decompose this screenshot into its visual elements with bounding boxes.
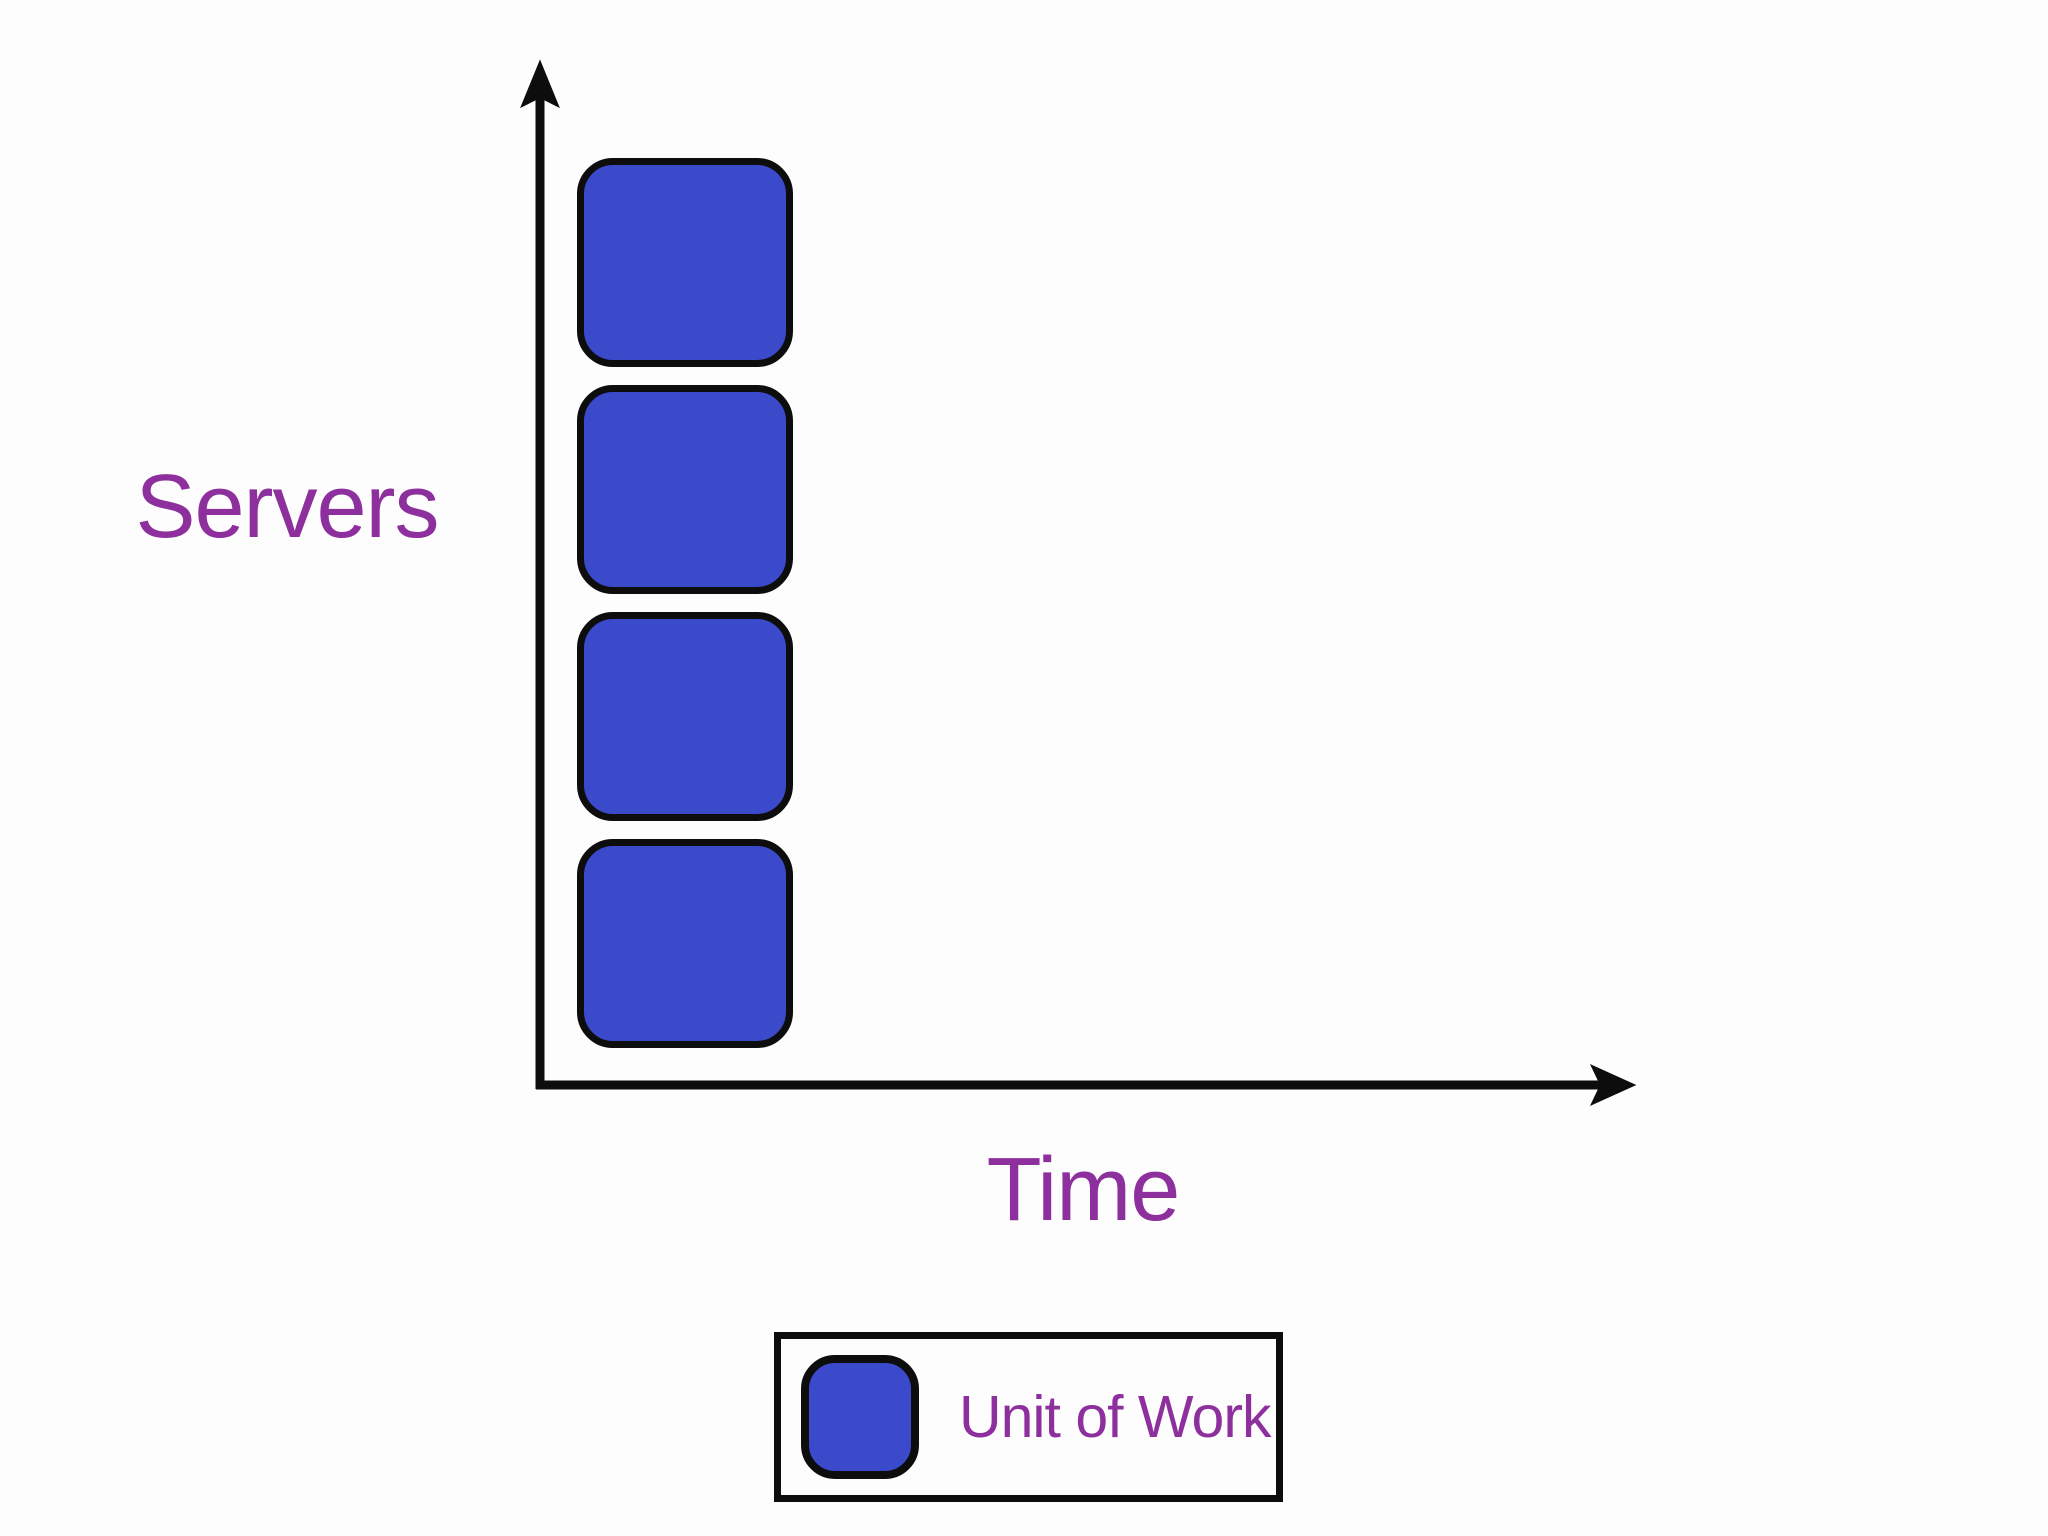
x-axis-label: Time — [986, 1140, 1181, 1240]
y-axis-arrowhead-icon — [520, 59, 560, 109]
x-axis-arrowhead-icon — [1589, 1063, 1637, 1107]
unit-of-work-block — [577, 385, 793, 594]
legend-label: Unit of Work — [959, 1384, 1271, 1450]
unit-stack — [577, 158, 793, 1048]
y-axis-label: Servers — [135, 457, 439, 557]
unit-of-work-block — [577, 839, 793, 1048]
unit-of-work-swatch-icon — [801, 1355, 919, 1479]
legend: Unit of Work — [774, 1332, 1283, 1502]
unit-of-work-block — [577, 158, 793, 367]
unit-of-work-block — [577, 612, 793, 821]
